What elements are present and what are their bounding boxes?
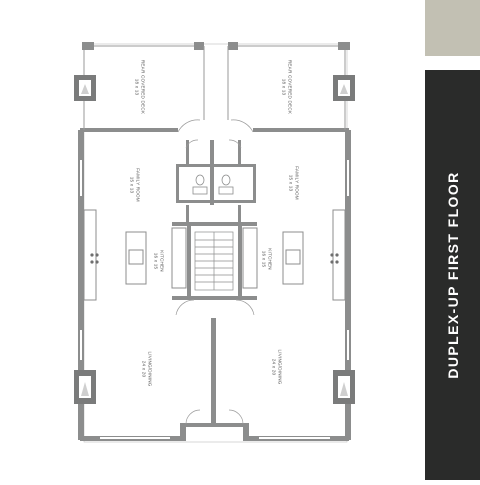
fireplace-icon xyxy=(74,75,96,101)
room-name: LIVING/DINING xyxy=(147,351,153,387)
room-name: REAR COVERED DECK xyxy=(287,59,293,115)
fireplace-icon xyxy=(333,75,355,101)
room-label-family-left: FAMILY ROOM 15 x 13 xyxy=(129,168,141,202)
page-title: DUPLEX-UP FIRST FLOOR xyxy=(444,171,461,379)
room-label-kitchen-left: KITCHEN 16 x 15 xyxy=(153,250,165,272)
room-label-living-left: LIVING/DINING 24 x 20 xyxy=(141,351,153,387)
room-name: FAMILY ROOM xyxy=(294,166,300,200)
fireplace-icon xyxy=(74,370,96,404)
room-label-deck-right: REAR COVERED DECK 18 x 13 xyxy=(281,59,293,115)
room-name: FAMILY ROOM xyxy=(135,168,141,202)
color-swatch xyxy=(425,0,480,56)
title-panel: DUPLEX-UP FIRST FLOOR xyxy=(425,70,480,480)
floor-plan: REAR COVERED DECK 18 x 13 REAR COVERED D… xyxy=(74,42,355,443)
room-label-deck-left: REAR COVERED DECK 18 x 13 xyxy=(134,59,146,115)
room-label-living-right: LIVING/DINING 24 x 20 xyxy=(271,349,283,385)
room-name: KITCHEN xyxy=(159,250,165,272)
stairs xyxy=(194,231,234,291)
room-name: KITCHEN xyxy=(267,248,273,270)
room-name: REAR COVERED DECK xyxy=(140,59,146,115)
room-label-kitchen-right: KITCHEN 16 x 15 xyxy=(261,248,273,270)
fireplace-icon xyxy=(333,370,355,404)
room-name: LIVING/DINING xyxy=(277,349,283,385)
room-label-family-right: FAMILY ROOM 15 x 13 xyxy=(288,166,300,200)
room-size: 16 x 15 xyxy=(154,252,159,270)
floor-plan-drawing xyxy=(74,42,355,443)
room-size: 16 x 15 xyxy=(262,250,267,268)
